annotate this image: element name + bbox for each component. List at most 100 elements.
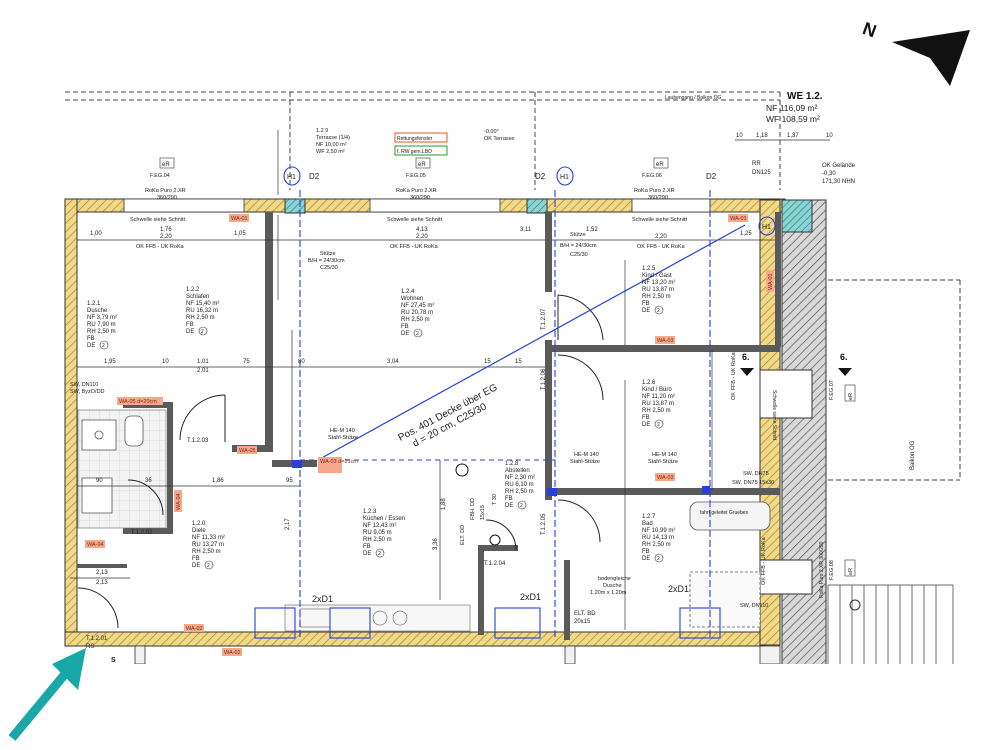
svg-text:FB: FB <box>192 556 200 562</box>
svg-text:WA-05: WA-05 <box>239 448 256 454</box>
pos-401-label: Pos. 401 Decke über EG d = 20 cm, C25/30 <box>397 382 500 450</box>
room-1-2-7: 1.2.7 Bad NF 10,99 m² RU 14,13 m RH 2,50… <box>642 514 675 563</box>
teal-arrow-icon <box>8 648 86 741</box>
wa-tags: WA-01 WA-01 WA-01 WA-02 WA-02 WA-03 WA-0… <box>85 214 774 656</box>
sw-label-5: SW, DN75 15x30 <box>732 480 774 486</box>
svg-text:RU 7,90 m: RU 7,90 m <box>87 322 116 328</box>
svg-text:RU 16,32 m: RU 16,32 m <box>186 308 218 314</box>
svg-text:NF 11,33 m²: NF 11,33 m² <box>192 535 225 541</box>
svg-text:Wohnen: Wohnen <box>401 296 423 302</box>
svg-text:Dusche: Dusche <box>87 308 108 314</box>
dusche-note-2: Dusche <box>603 583 622 589</box>
svg-text:F.EG.04: F.EG.04 <box>150 173 170 179</box>
section-marker-right: 6. <box>838 352 852 376</box>
blue-elements <box>254 166 776 640</box>
upper-floor-outline <box>65 91 961 481</box>
dim-top-6: 2,20 <box>416 234 428 240</box>
bath-fixtures <box>81 415 771 628</box>
dim-mid-8: 15 <box>484 359 491 365</box>
stuetze-note-2: Stütze B/H = 24/30cm C25/30 <box>560 232 597 258</box>
door-t1207: T.1.2.07 <box>541 308 547 330</box>
svg-text:NF 13,20 m²: NF 13,20 m² <box>642 280 675 286</box>
rr-label: RR <box>752 161 761 167</box>
dim-right-3: 10 <box>736 133 743 139</box>
door-extra-t30: T 30 <box>492 494 498 505</box>
er-box-right-1 <box>844 384 856 402</box>
room-1-2-6: 1.2.6 Kind / Büro NF 11,20 m² RU 13,87 m… <box>642 380 675 429</box>
dim-low-6: 2,13 <box>96 580 108 586</box>
ok-terrasse-value: -0,00° <box>484 129 499 135</box>
twod1-2: 2xD1 <box>520 592 541 602</box>
sw-label-1: SW, DN110 <box>70 382 98 388</box>
door-t1201: T.1.2.01 <box>86 636 108 642</box>
svg-text:eR: eR <box>656 162 664 168</box>
svg-text:NF 3,79 m²: NF 3,79 m² <box>87 315 117 321</box>
column-1 <box>284 198 306 214</box>
ok-ffb-1: OK FFB - UK RoKa <box>136 244 185 250</box>
rettungsfenster-box <box>394 132 448 143</box>
svg-text:RU 6,10 m: RU 6,10 m <box>505 482 534 488</box>
svg-text:1.2.2: 1.2.2 <box>186 287 200 293</box>
kitchen-counter <box>284 604 471 632</box>
sw-label-3: SW, DN75 <box>743 471 769 477</box>
svg-text:DE: DE <box>363 551 371 557</box>
bad-fixture-note: fahrt geleitet Gruebes <box>700 510 749 516</box>
svg-text:RoKa Puro 2.XR: RoKa Puro 2.XR <box>396 188 437 194</box>
svg-text:2: 2 <box>657 308 660 314</box>
ok-ffb-2: OK FFB - UK RoKa <box>390 244 439 250</box>
svg-text:2: 2 <box>102 343 105 349</box>
north-label: N <box>860 18 879 41</box>
svg-text:2: 2 <box>378 551 381 557</box>
dim-top-1: 1,00 <box>90 231 102 237</box>
ok-terrasse-label: OK Terrasse <box>484 136 514 142</box>
schwelle-3: Schwelle siehe Schnitt <box>632 217 688 223</box>
twod1-3: 2xD1 <box>668 584 689 594</box>
svg-text:RU 9,05 m: RU 9,05 m <box>363 530 392 536</box>
svg-text:RU 20,78 m: RU 20,78 m <box>401 310 433 316</box>
rettungsfenster-text: Rettungsfenster <box>397 136 433 142</box>
er-right-2: eR <box>848 568 854 575</box>
steel-column-2 <box>547 488 557 496</box>
d2-marker-2: D2 <box>535 172 546 181</box>
terrasse-line-4: WF 2,50 m² <box>316 149 345 155</box>
ok-ffb-vertical-2: OK FFB - UK RoKa <box>761 536 767 585</box>
schwelle-vertical: Schwelle siehe Schnitt <box>771 390 777 441</box>
svg-text:Abstellen: Abstellen <box>505 468 530 474</box>
dim-low-8: 3,36 <box>433 538 439 550</box>
svg-text:HE-M 140: HE-M 140 <box>330 428 355 434</box>
svg-text:DE: DE <box>87 343 95 349</box>
dim-mid-1: 1,95 <box>104 359 116 365</box>
svg-text:DE: DE <box>642 556 650 562</box>
dim-mid-5: 75 <box>243 359 250 365</box>
door-t1204: T.1.2.04 <box>484 561 506 567</box>
svg-text:Bad: Bad <box>642 521 653 527</box>
dim-top-2: 1,76 <box>160 227 172 233</box>
door-swings <box>77 294 604 629</box>
svg-text:NF 15,40 m²: NF 15,40 m² <box>186 301 219 307</box>
fenster-right-1: F.EG.07 <box>829 380 835 400</box>
svg-text:1.2.3: 1.2.3 <box>363 509 377 515</box>
svg-text:Küchen / Essen: Küchen / Essen <box>363 516 405 522</box>
unit-nf: NF 116,09 m² <box>766 103 818 113</box>
twod1-1: 2xD1 <box>312 594 333 604</box>
dim-top-7: 3,11 <box>520 227 532 233</box>
balkon-label: Balkon OG <box>910 440 916 470</box>
svg-text:WA-03: WA-03 <box>657 475 674 481</box>
svg-text:WA-04: WA-04 <box>87 542 104 548</box>
er-box-right-2 <box>844 559 856 577</box>
svg-text:B/H = 24/30cm: B/H = 24/30cm <box>308 258 345 264</box>
svg-text:DE: DE <box>192 563 200 569</box>
svg-text:DE: DE <box>642 422 650 428</box>
svg-text:WA-02: WA-02 <box>186 626 203 632</box>
svg-text:DE: DE <box>505 503 513 509</box>
laubengang-label: Laubengang / Balkon OG <box>665 95 722 101</box>
window-niche-2 <box>759 559 813 595</box>
svg-text:FB: FB <box>505 496 513 502</box>
rw-box <box>394 145 448 156</box>
svg-text:NF 2,30 m²: NF 2,30 m² <box>505 475 535 481</box>
fenster-right-2: F.EG.08 <box>829 560 835 580</box>
svg-text:1.2.4: 1.2.4 <box>401 289 415 295</box>
room-1-2-4: 1.2.4 Wohnen NF 27,45 m² RU 20,78 m RH 2… <box>401 289 434 338</box>
dim-low-3: 90 <box>96 478 103 484</box>
